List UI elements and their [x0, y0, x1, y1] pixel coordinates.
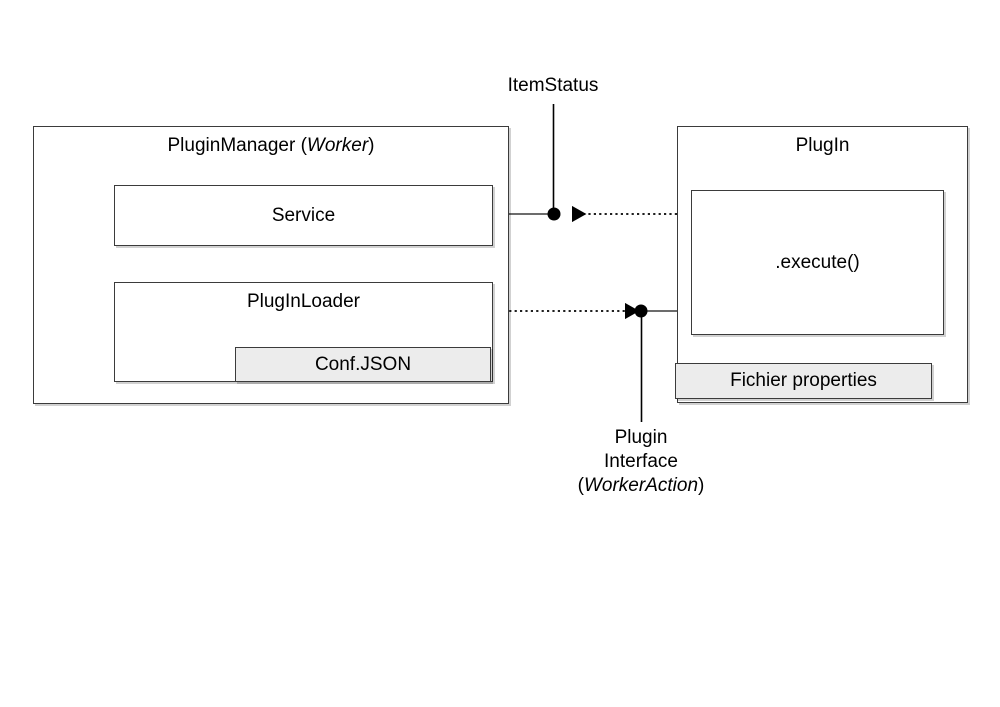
plugin-interface-label-line-2: Interface: [604, 451, 678, 472]
plugin-manager-title: PluginManager (Worker): [34, 135, 508, 157]
item-status-interface-label: ItemStatus: [507, 75, 599, 96]
plugin-manager-title-suffix: ): [368, 135, 375, 156]
conf-json-label: Conf.JSON: [314, 353, 412, 375]
plugin-manager-title-emphasis: Worker: [306, 135, 369, 156]
plugin-interface-label-line-3-suffix: ): [698, 475, 705, 496]
plugin-interface-ball-port: [634, 304, 648, 318]
service-label: Service: [271, 204, 336, 226]
plugin-interface-label-line-3-emphasis: WorkerAction: [583, 475, 699, 496]
plugin-manager-title-prefix: PluginManager (: [167, 135, 307, 156]
plugin-title: PlugIn: [795, 135, 850, 156]
service-component[interactable]: Service: [114, 185, 493, 246]
execute-label: .execute(): [775, 251, 860, 273]
plugin-interface-label-line-3-prefix: (: [577, 475, 584, 496]
execute-method-box[interactable]: .execute(): [691, 190, 944, 335]
plugin-loader-label: PlugInLoader: [246, 291, 361, 312]
plugin-interface-label: Plugin Interface (WorkerAction): [541, 426, 741, 498]
fichier-properties-artifact[interactable]: Fichier properties: [675, 363, 932, 399]
conf-json-artifact[interactable]: Conf.JSON: [235, 347, 491, 382]
fichier-properties-label: Fichier properties: [730, 370, 877, 391]
plugin-interface-label-line-3: (WorkerAction): [541, 474, 741, 498]
item-status-ball-port: [547, 207, 561, 221]
plugin-interface-label-line-1: Plugin: [614, 427, 668, 448]
